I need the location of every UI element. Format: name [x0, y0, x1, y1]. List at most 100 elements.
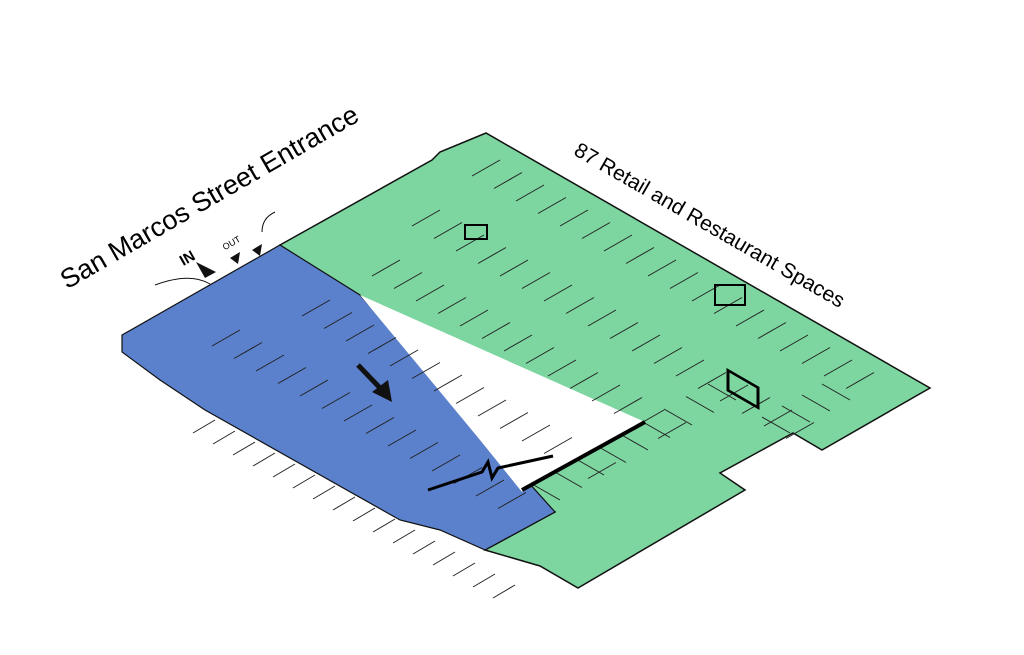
stall-line — [255, 354, 285, 372]
stall-line — [437, 297, 467, 314]
stall-line — [492, 584, 516, 599]
out-arrow-icon-2 — [252, 244, 262, 256]
stall-line — [212, 430, 236, 445]
stall-line — [597, 446, 627, 463]
stall-line — [493, 172, 523, 189]
stair-icon — [464, 224, 488, 240]
stall-line — [415, 284, 445, 302]
stall-line — [663, 408, 693, 426]
stall-line — [233, 342, 263, 359]
stall-line — [365, 417, 395, 434]
stall-line — [845, 372, 875, 389]
stall-line — [675, 359, 705, 377]
stall-line — [653, 347, 683, 364]
stall-line — [707, 383, 737, 401]
stall-line — [515, 184, 545, 202]
stall-line — [392, 529, 416, 544]
stall-line — [781, 405, 811, 423]
stall-line — [389, 349, 419, 367]
stall-line — [211, 329, 241, 347]
stall-line — [472, 573, 496, 588]
stall-line — [371, 259, 401, 277]
stall-line — [581, 222, 611, 239]
stall-line — [455, 234, 485, 252]
stall-line — [299, 379, 329, 397]
stall-line — [641, 421, 671, 438]
stall-line — [301, 299, 331, 317]
break-line — [427, 454, 554, 492]
stall-line — [631, 334, 661, 352]
stall-line — [587, 309, 617, 327]
open-gap — [360, 295, 645, 492]
stall-line — [431, 454, 461, 472]
stall-line — [821, 383, 851, 401]
stall-line — [619, 433, 649, 451]
stall-line — [553, 471, 583, 488]
stall-line — [669, 272, 699, 289]
stall-line — [409, 442, 439, 459]
stall-line — [433, 222, 463, 239]
stall-line — [475, 479, 505, 497]
stall-line — [613, 397, 643, 414]
stall-line — [575, 458, 605, 476]
stall-line — [609, 322, 639, 339]
stall-line — [433, 374, 463, 392]
stall-line — [477, 247, 507, 264]
stall-line — [521, 424, 551, 442]
stall-line — [543, 437, 573, 454]
stall-line — [497, 492, 527, 509]
stall-line — [432, 551, 456, 566]
parking-stalls — [192, 159, 875, 599]
stall-line — [499, 412, 529, 429]
in-arrow-icon — [196, 262, 216, 278]
stall-line — [537, 197, 567, 214]
stall-line — [735, 309, 765, 327]
stall-line — [565, 297, 595, 314]
stall-line — [591, 384, 621, 402]
stall-line — [481, 322, 511, 339]
stall-line — [343, 404, 373, 422]
stall-line — [345, 324, 375, 342]
stall-line — [372, 518, 396, 533]
stall-line — [785, 422, 815, 439]
stall-line — [525, 347, 555, 364]
wall — [521, 420, 646, 492]
stall-line — [543, 284, 573, 302]
stall-line — [547, 359, 577, 377]
stall-line — [685, 396, 715, 413]
stall-line — [801, 394, 831, 412]
stall-line — [332, 496, 356, 511]
stall-line — [625, 247, 655, 264]
stall-line — [352, 507, 376, 522]
stall-line — [763, 409, 793, 427]
stall-line — [277, 367, 307, 384]
stall-line — [393, 272, 423, 289]
direction-arrow-icon — [356, 363, 392, 402]
stall-line — [387, 429, 417, 447]
stall-line — [657, 422, 687, 439]
stall-line — [252, 452, 276, 467]
stall-line — [471, 159, 501, 177]
stall-line — [559, 209, 589, 227]
stall-line — [521, 272, 551, 289]
stall-line — [411, 362, 441, 379]
stall-line — [499, 259, 529, 277]
stall-line — [587, 462, 617, 479]
stall-line — [192, 419, 216, 434]
stall-line — [697, 372, 727, 389]
exit-curve — [261, 211, 276, 233]
stall-line — [455, 387, 485, 404]
stall-line — [323, 312, 353, 329]
stall-line — [757, 322, 787, 339]
stall-line — [367, 337, 397, 354]
stall-line — [779, 334, 809, 352]
stall-line — [801, 347, 831, 364]
stall-line — [459, 309, 489, 327]
stair-icon-2 — [714, 284, 746, 306]
stall-line — [823, 359, 853, 377]
stall-line — [603, 234, 633, 252]
stall-line — [232, 441, 256, 456]
stall-line — [452, 562, 476, 577]
